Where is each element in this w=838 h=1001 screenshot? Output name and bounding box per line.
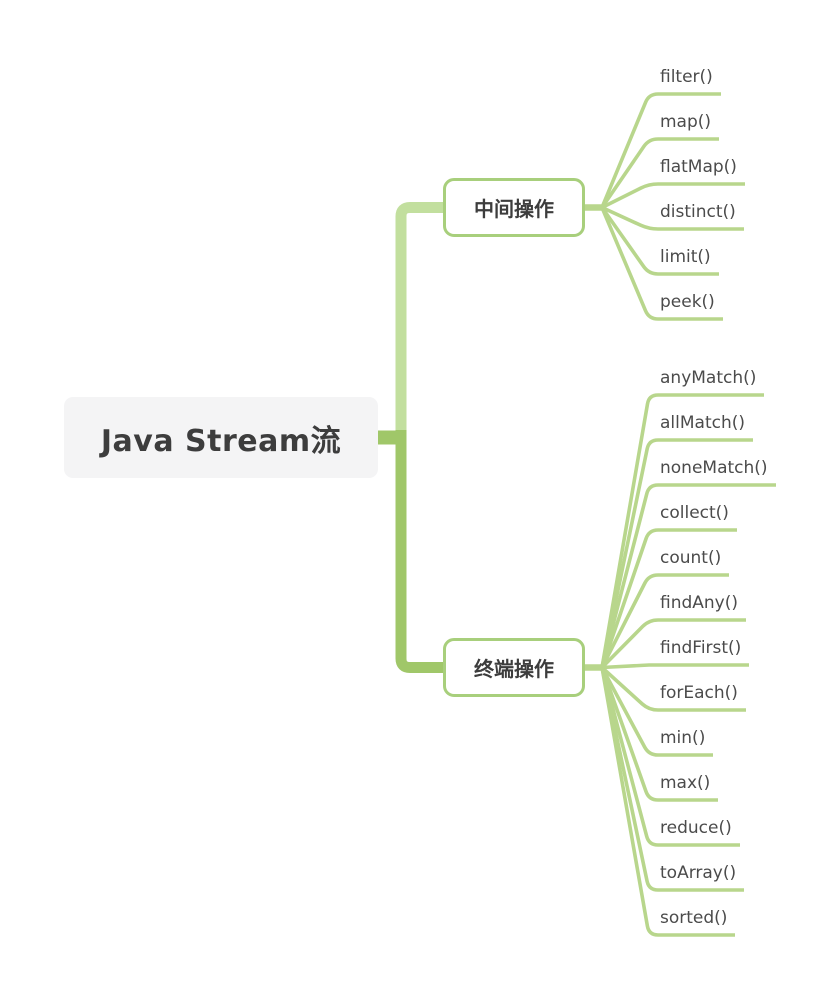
child-label[interactable]: findAny() bbox=[660, 592, 738, 614]
child-label-text: filter() bbox=[660, 67, 713, 87]
child-label[interactable]: count() bbox=[660, 547, 721, 569]
connector-line bbox=[601, 182, 745, 210]
child-label-text: flatMap() bbox=[660, 157, 737, 177]
child-label-text: noneMatch() bbox=[660, 458, 768, 478]
child-label-text: limit() bbox=[660, 247, 711, 267]
connector-line bbox=[600, 438, 753, 668]
branch-node-label: 中间操作 bbox=[474, 197, 554, 221]
child-label-text: count() bbox=[660, 548, 722, 568]
child-label[interactable]: forEach() bbox=[660, 682, 738, 704]
connector-line bbox=[600, 667, 744, 892]
child-label-text: forEach() bbox=[660, 683, 738, 703]
connector-line bbox=[600, 666, 713, 757]
child-label[interactable]: map() bbox=[660, 111, 711, 133]
root-connector-stub bbox=[376, 430, 407, 445]
child-label-text: findAny() bbox=[660, 593, 739, 613]
child-label[interactable]: toArray() bbox=[660, 862, 736, 884]
connector-line bbox=[600, 206, 723, 321]
child-label[interactable]: sorted() bbox=[660, 907, 727, 929]
connector-line bbox=[601, 663, 749, 670]
connector-line bbox=[600, 667, 735, 937]
child-label-text: anyMatch() bbox=[660, 368, 757, 388]
child-label-text: map() bbox=[660, 112, 712, 132]
child-label-text: toArray() bbox=[660, 863, 737, 883]
branch-node-label: 终端操作 bbox=[474, 657, 554, 681]
root-node[interactable]: Java Stream流 bbox=[64, 397, 378, 478]
child-label[interactable]: anyMatch() bbox=[660, 367, 756, 389]
root-node-label: Java Stream流 bbox=[100, 423, 342, 459]
child-label[interactable]: min() bbox=[660, 727, 705, 749]
child-label[interactable]: distinct() bbox=[660, 201, 736, 223]
child-label[interactable]: limit() bbox=[660, 246, 711, 268]
connector-line bbox=[600, 666, 746, 712]
connector-line bbox=[600, 92, 721, 209]
connector-line bbox=[600, 483, 776, 668]
child-label[interactable]: max() bbox=[660, 772, 710, 794]
child-label[interactable]: peek() bbox=[660, 291, 715, 313]
child-label[interactable]: findFirst() bbox=[660, 637, 741, 659]
trunk-line-lower bbox=[395, 430, 443, 673]
connector-line bbox=[600, 137, 719, 209]
child-label-text: collect() bbox=[660, 503, 729, 523]
connector-line bbox=[600, 667, 740, 847]
connector-line bbox=[600, 528, 737, 669]
child-label-text: min() bbox=[660, 728, 706, 748]
connector-line bbox=[600, 618, 746, 669]
child-label-text: peek() bbox=[660, 292, 715, 312]
connector-line bbox=[600, 573, 729, 669]
branch-node-terminal-operations[interactable]: 终端操作 bbox=[443, 638, 585, 697]
child-label-text: allMatch() bbox=[660, 413, 745, 433]
child-label-text: reduce() bbox=[660, 818, 732, 838]
child-label-text: distinct() bbox=[660, 202, 736, 222]
trunk-line-upper bbox=[395, 202, 443, 433]
connector-line bbox=[600, 206, 719, 276]
connector-line bbox=[601, 205, 744, 231]
child-label[interactable]: flatMap() bbox=[660, 156, 737, 178]
connector-line bbox=[600, 393, 764, 668]
child-label[interactable]: reduce() bbox=[660, 817, 732, 839]
branch-node-intermediate-operations[interactable]: 中间操作 bbox=[443, 178, 585, 237]
child-label-text: max() bbox=[660, 773, 711, 793]
child-label-text: findFirst() bbox=[660, 638, 742, 658]
child-label[interactable]: collect() bbox=[660, 502, 729, 524]
child-label[interactable]: noneMatch() bbox=[660, 457, 768, 479]
connector-line bbox=[600, 666, 718, 802]
child-label[interactable]: allMatch() bbox=[660, 412, 745, 434]
child-label-text: sorted() bbox=[660, 908, 728, 928]
child-label[interactable]: filter() bbox=[660, 66, 713, 88]
